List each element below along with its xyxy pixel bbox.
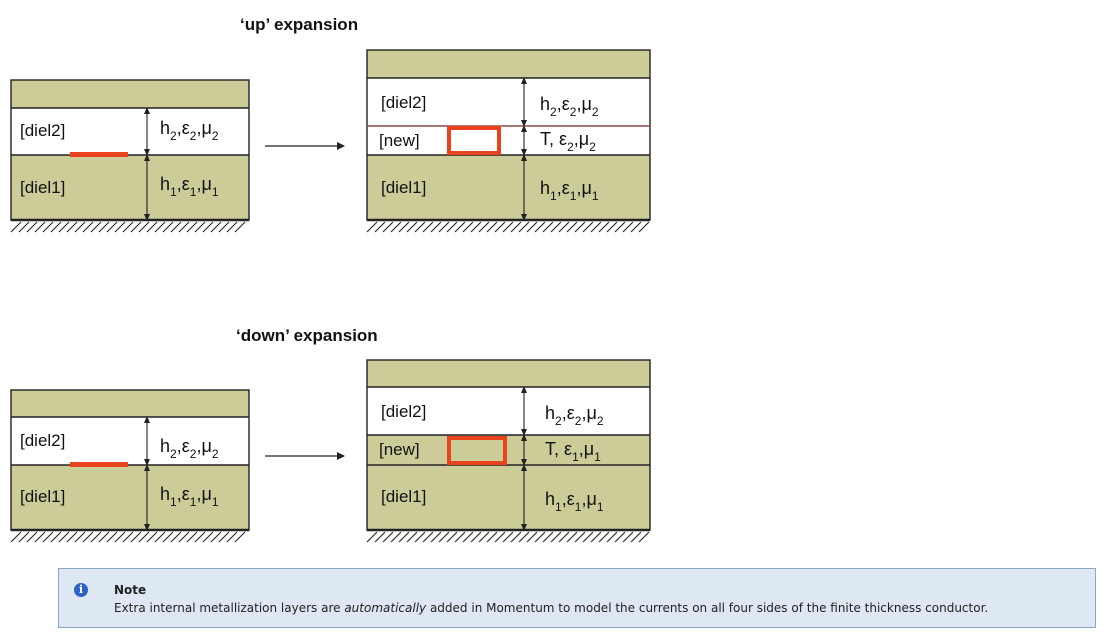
ground-hatch [10, 221, 246, 233]
thick-conductor [447, 126, 501, 155]
conductor-strip [70, 152, 128, 157]
note-title: Note [114, 583, 147, 597]
stack-up-before: [diel2] [diel1] h2,ε2,μ2 h1,ε1,μ1 [10, 79, 250, 233]
note-text-before: Extra internal metallization layers are [114, 601, 345, 615]
label-diel1: [diel1] [381, 487, 426, 506]
props-diel2: h2,ε2,μ2 [540, 94, 599, 119]
props-new: T, ε2,μ2 [540, 129, 596, 154]
props-new: T, ε1,μ1 [545, 439, 601, 464]
ground-hatch [366, 221, 650, 233]
title-down-expansion: ‘down’ expansion [236, 326, 378, 345]
label-diel2: [diel2] [20, 431, 65, 450]
props-diel1: h1,ε1,μ1 [540, 178, 599, 203]
label-new: [new] [379, 131, 420, 150]
label-diel1: [diel1] [381, 178, 426, 197]
title-up-expansion: ‘up’ expansion [240, 15, 358, 34]
props-diel2: h2,ε2,μ2 [160, 118, 219, 143]
label-diel1: [diel1] [20, 487, 65, 506]
stack-down-before: [diel2] [diel1] h2,ε2,μ2 h1,ε1,μ1 [10, 389, 250, 543]
props-diel1: h1,ε1,μ1 [545, 489, 604, 514]
props-diel2: h2,ε2,μ2 [545, 403, 604, 428]
info-icon: i [74, 583, 88, 597]
label-diel2: [diel2] [381, 402, 426, 421]
label-diel1: [diel1] [20, 178, 65, 197]
stack-down-after: [diel2] [new] [diel1] h2,ε2,μ2 T, ε1,μ1 … [366, 359, 651, 543]
label-diel2: [diel2] [20, 121, 65, 140]
props-diel1: h1,ε1,μ1 [160, 174, 219, 199]
expansion-diagram: ‘up’ expansion [diel2] [diel1] h2,ε2,μ2 … [10, 15, 651, 543]
conductor-strip [70, 462, 128, 467]
props-diel1: h1,ε1,μ1 [160, 484, 219, 509]
ground-hatch [366, 531, 650, 543]
props-diel2: h2,ε2,μ2 [160, 436, 219, 461]
note-text: Extra internal metallization layers are … [114, 601, 988, 615]
label-new: [new] [379, 440, 420, 459]
ground-hatch [10, 531, 246, 543]
label-diel2: [diel2] [381, 93, 426, 112]
note-text-after: added in Momentum to model the currents … [426, 601, 989, 615]
stack-up-after: [diel2] [new] [diel1] h2,ε2,μ2 T, ε2,μ2 … [366, 49, 651, 233]
thick-conductor [447, 436, 507, 465]
note-box: i Note Extra internal metallization laye… [58, 568, 1096, 628]
note-text-emphasis: automatically [344, 601, 427, 615]
